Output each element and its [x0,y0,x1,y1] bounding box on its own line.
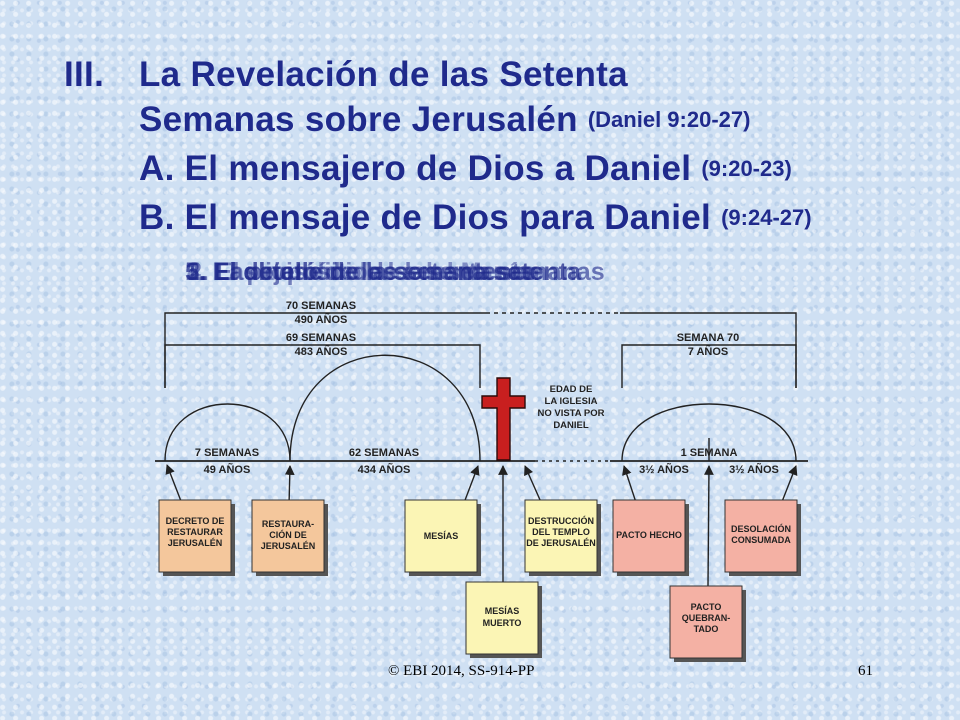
church-age-line-2: LA IGLESIA [545,396,598,407]
church-age-line-4: DANIEL [553,420,589,431]
arc-1-week [621,403,797,462]
label-49-years: 49 AÑOS [204,463,251,476]
box-destruction-line-1: DESTRUCCIÓN [528,515,594,526]
box-covenant-broken-line-2: QUEBRAN- [682,613,731,623]
subpoint-5: 5. El detalle de la semana setenta [185,258,582,286]
label-490-years: 490 AÑOS [295,313,348,326]
box-messiah-dead-line-2: MUERTO [483,618,522,628]
box-decree: DECRETO DE RESTAURAR JERUSALÉN [158,499,235,576]
heading-title-4: B. El mensaje de Dios para Daniel [139,198,712,237]
box-covenant-broken-line-3: TADO [694,624,719,634]
church-age-note: EDAD DE LA IGLESIA NO VISTA POR DANIEL [537,384,604,431]
box-messiah: MESÍAS [404,499,481,576]
box-desolation-line-2: CONSUMADA [731,535,791,545]
heading-line-1: III. La Revelación de las Setenta [64,52,812,97]
box-covenant-broken-line-1: PACTO [691,602,722,612]
heading-line-2: Semanas sobre Jerusalén (Daniel 9:20-27) [64,97,812,146]
label-half-week-a: 3½ AÑOS [639,463,689,476]
heading-title-1: La Revelación de las Setenta [139,55,628,94]
label-70-weeks: 70 SEMANAS [286,300,356,312]
heading-ref-3: (9:20-23) [701,156,792,181]
heading-title-3: A. El mensajero de Dios a Daniel [139,149,692,188]
box-destruction: DESTRUCCIÓN DEL TEMPLO DE JERUSALÉN [524,499,601,576]
box-desolation-line-1: DESOLACIÓN [731,523,791,534]
box-decree-line-1: DECRETO DE [166,516,225,526]
subpoint-2: 2. El propósito de las setenta [188,258,534,286]
box-destruction-line-3: DE JERUSALÉN [526,538,596,548]
heading-ref-4: (9:24-27) [721,205,812,230]
heading-title-2: Semanas sobre Jerusalén [139,100,578,139]
box-covenant-broken: PACTO QUEBRAN- TADO [669,585,746,662]
timeline-brackets [155,312,808,587]
box-messiah-dead: MESÍAS MUERTO [465,581,542,658]
slide-heading: III. La Revelación de las Setenta Semana… [64,52,812,244]
subpoint-3: 3. La división de las semanas [186,258,537,286]
arc-7-weeks [164,403,291,462]
box-desolation: DESOLACIÓN CONSUMADA [724,499,801,576]
box-restoration-line-3: JERUSALÉN [261,541,316,551]
box-restoration: RESTAURA- CIÓN DE JERUSALÉN [251,499,328,576]
label-483-years: 483 AÑOS [295,345,348,358]
church-age-line-1: EDAD DE [550,384,593,395]
box-restoration-line-1: RESTAURA- [262,519,314,529]
heading-line-4: B. El mensaje de Dios para Daniel (9:24-… [64,195,812,244]
label-week-70: SEMANA 70 [677,332,740,344]
cross-icon [481,377,526,461]
church-age-line-3: NO VISTA POR [537,408,604,419]
box-messiah-line-1: MESÍAS [424,531,459,541]
label-7-years: 7 AÑOS [688,345,729,358]
bracket-69 [164,344,481,388]
label-half-week-b: 3½ AÑOS [729,463,779,476]
heading-roman-numeral: III. [64,55,105,94]
label-62-weeks: 62 SEMANAS [349,447,419,459]
overlapping-subpoints: 1. El objeto de las setenta semanas 2. E… [0,258,960,298]
subpoint-1: 1. El objeto de las setenta semanas [185,258,605,286]
bracket-week-70 [621,344,797,388]
box-decree-line-3: JERUSALÉN [168,538,223,548]
label-7-weeks: 7 SEMANAS [195,447,259,459]
footer-page-number: 61 [858,663,873,679]
arrow-covenant-broken [704,465,714,587]
label-69-weeks: 69 SEMANAS [286,332,356,344]
box-messiah-dead-line-1: MESÍAS [485,606,520,616]
label-434-years: 434 AÑOS [358,463,411,476]
box-decree-line-2: RESTAURAR [167,527,223,537]
box-covenant-made-line-1: PACTO HECHO [616,530,682,540]
footer-copyright: © EBI 2014, SS-914-PP [388,663,535,679]
arc-62-weeks [289,354,481,462]
box-destruction-line-2: DEL TEMPLO [532,527,590,537]
heading-ref-2: (Daniel 9:20-27) [587,107,751,132]
box-restoration-line-2: CIÓN DE [269,529,307,540]
heading-line-3: A. El mensajero de Dios a Daniel (9:20-2… [64,146,812,195]
subpoint-4: 4. Las condiciones del Mesías [187,258,545,286]
box-covenant-made: PACTO HECHO [612,499,689,576]
label-1-week: 1 SEMANA [681,447,738,459]
